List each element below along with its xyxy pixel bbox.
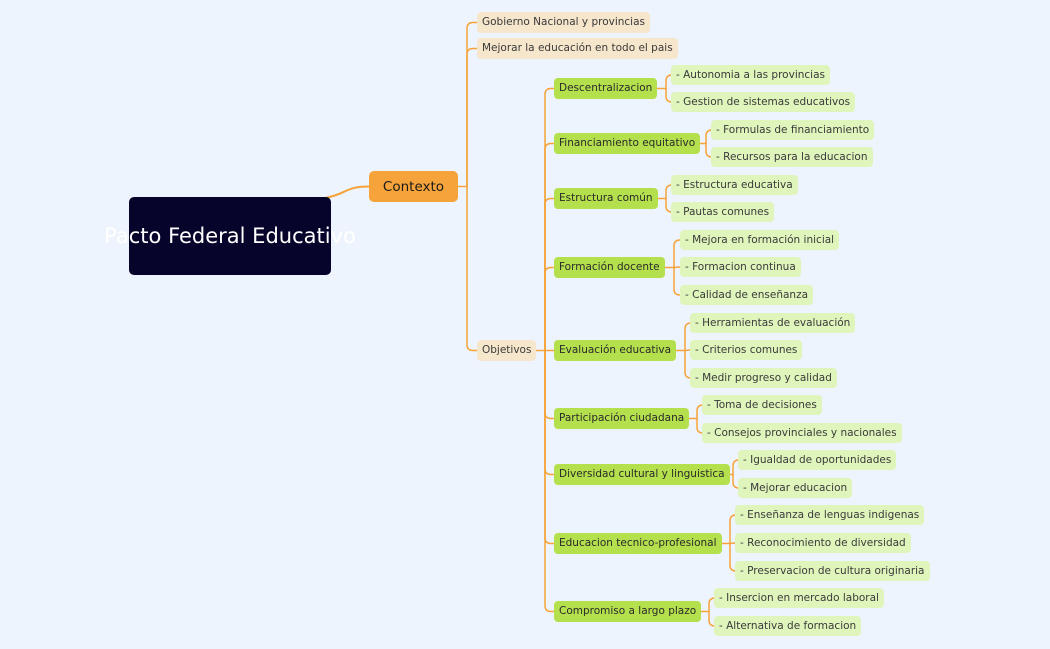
branch-compromiso[interactable]: Compromiso a largo plazo [554,601,702,622]
branch-estructura[interactable]: Estructura común [554,188,658,209]
leaf-item[interactable]: - Medir progreso y calidad [690,368,837,388]
branch-financiamiento[interactable]: Financiamiento equitativo [554,133,701,154]
context-item[interactable]: Gobierno Nacional y provincias [477,12,651,33]
connector-line [544,266,555,352]
connector-line [544,349,555,613]
connector-line [544,349,555,476]
leaf-item[interactable]: - Recursos para la educacion [711,147,873,167]
connector-line [466,185,478,352]
leaf-item[interactable]: - Toma de decisiones [702,395,822,415]
connector-line [544,349,555,420]
leaf-item[interactable]: - Consejos provinciales y nacionales [702,423,902,443]
leaf-item[interactable]: - Formulas de financiamiento [711,120,875,140]
branch-descentralizacion[interactable]: Descentralizacion [554,78,658,99]
connector-line [544,349,555,545]
objetivos-node[interactable]: Objetivos [477,340,537,361]
branch-formacion-docente[interactable]: Formación docente [554,257,665,278]
connector-line [466,21,478,188]
contexto-node[interactable]: Contexto [369,171,458,202]
connector-line [466,47,478,188]
root-label: Pacto Federal Educativo [104,224,356,248]
connector-line [673,239,681,269]
connector-line [729,542,736,545]
branch-participacion[interactable]: Participación ciudadana [554,408,690,429]
leaf-item[interactable]: - Estructura educativa [671,175,798,195]
contexto-label: Contexto [382,178,445,195]
leaf-item[interactable]: - Reconocimiento de diversidad [735,533,911,553]
leaf-item[interactable]: - Insercion en mercado laboral [714,588,884,608]
leaf-item[interactable]: - Herramientas de evaluación [690,313,856,333]
branch-tecnico-profesional[interactable]: Educacion tecnico-profesional [554,533,722,554]
connector-line [544,197,555,352]
leaf-item[interactable]: - Alternativa de formacion [714,616,862,636]
branch-diversidad[interactable]: Diversidad cultural y linguistica [554,464,730,485]
connector-line [673,266,681,296]
leaf-item[interactable]: - Igualdad de oportunidades [738,450,897,470]
connector-line [544,142,555,352]
connector-line [684,349,691,352]
leaf-item[interactable]: - Enseñanza de lenguas indigenas [735,505,925,525]
leaf-item[interactable]: - Calidad de enseñanza [680,285,814,305]
leaf-item[interactable]: - Gestion de sistemas educativos [671,92,856,112]
context-item[interactable]: Mejorar la educación en todo el pais [477,38,678,59]
branch-evaluacion[interactable]: Evaluación educativa [554,340,677,361]
leaf-item[interactable]: - Preservacion de cultura originaria [735,561,930,581]
leaf-item[interactable]: - Formacion continua [680,257,801,277]
leaf-item[interactable]: - Criterios comunes [690,340,803,360]
connector-line [324,185,370,199]
leaf-item[interactable]: - Pautas comunes [671,202,775,222]
connector-line [673,266,681,269]
leaf-item[interactable]: - Mejorar educacion [738,478,853,498]
connector-line [544,87,555,352]
leaf-item[interactable]: - Autonomia a las provincias [671,65,830,85]
leaf-item[interactable]: - Mejora en formación inicial [680,230,840,250]
root-node[interactable]: Pacto Federal Educativo [104,197,356,275]
